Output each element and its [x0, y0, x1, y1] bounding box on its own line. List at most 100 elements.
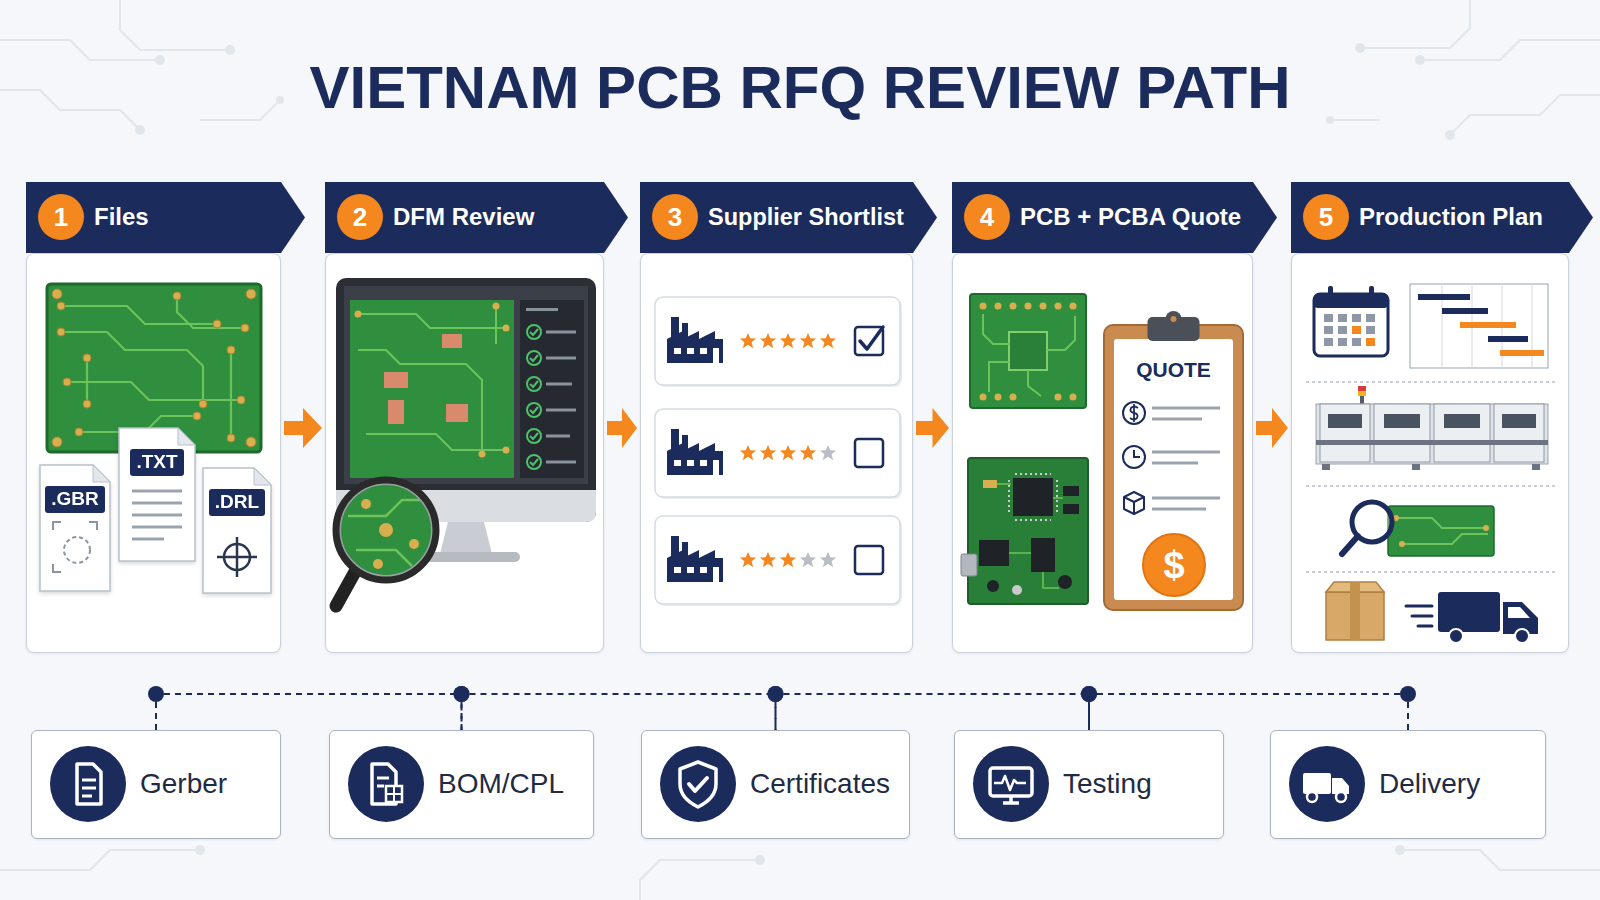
- supplier-cards-illustration-part: [760, 333, 776, 348]
- file-extension-group: .TXT: [118, 449, 196, 476]
- dfm-monitor-illustration-part-part: [358, 350, 482, 454]
- production-plan-illustration-part-part: [1444, 414, 1480, 428]
- production-plan-illustration-part: [1358, 391, 1366, 396]
- supplier-cards-illustration-part: [740, 333, 756, 348]
- pcb-illustration-part-part: [213, 320, 221, 328]
- price-circle-shape-part: [1143, 534, 1205, 596]
- circuit-background-part-part: [1450, 95, 1600, 135]
- step-number-group: 4: [964, 194, 1010, 240]
- pcb-illustration-part-part: [83, 400, 91, 408]
- dfm-monitor-illustration-part: [355, 303, 510, 458]
- production-plan-illustration-part: [1508, 607, 1530, 618]
- checklist-icon-part: [1289, 746, 1365, 822]
- pcb-illustration-part-part: [173, 292, 181, 300]
- pcb-illustration-part-part: [241, 324, 249, 332]
- supplier-cards-illustration-part: [860, 327, 883, 349]
- circuit-background-part-part: [1395, 845, 1405, 855]
- step-panel: [640, 253, 913, 653]
- clipboard-shape-part: [1123, 402, 1145, 424]
- production-plan-illustration-part: [1306, 485, 1556, 487]
- production-plan-illustration-part-part: [1338, 338, 1347, 346]
- pcb-illustration-part-part: [227, 346, 235, 354]
- clipboard-shape-part: [1148, 317, 1200, 341]
- checklist-icon: [973, 746, 1049, 822]
- supplier-cards-illustration-part: [760, 552, 776, 567]
- pcb-illustration-part-part: [193, 412, 201, 420]
- quote-clipboard: QUOTE$: [1102, 311, 1245, 612]
- production-plan-illustration-part: [1374, 404, 1430, 462]
- production-plan-illustration-part: [1324, 314, 1375, 346]
- production-plan-illustration-part: [1438, 592, 1500, 632]
- step-title: Production Plan: [1359, 203, 1543, 232]
- pcb-pcba-illustration-part-part: [995, 303, 1002, 310]
- timeline-connector: [462, 694, 776, 730]
- dfm-monitor-illustration-part: [361, 499, 419, 569]
- step-header-chevron-part: [1291, 182, 1593, 253]
- pcb-pcba-illustration-part-part: [980, 303, 987, 310]
- file-sheet-part: [203, 468, 271, 593]
- dfm-monitor-illustration-part: [388, 400, 404, 424]
- file-icon: .DRL: [202, 467, 272, 594]
- dfm-monitor-illustration-part-part: [527, 377, 541, 391]
- dfm-monitor-illustration-part: [442, 334, 462, 348]
- supplier-cards-illustration-part: [780, 333, 796, 348]
- production-plan-illustration-part: [1306, 571, 1556, 573]
- circuit-background-part-part: [1415, 55, 1425, 65]
- pcb-illustration-part-part: [63, 378, 71, 386]
- dfm-monitor-illustration-part: [336, 570, 356, 606]
- dfm-monitor-illustration-part-part: [479, 451, 486, 458]
- checklist-label: Delivery: [1379, 767, 1480, 801]
- clipboard-shape-part: [1114, 339, 1233, 600]
- dfm-monitor-illustration-part-part: [503, 325, 510, 332]
- pcb-illustration-part-part: [61, 306, 217, 324]
- circuit-background-part-part: [1400, 850, 1600, 870]
- step-panel-node: Files1.GBR.TXT.DRL: [26, 182, 281, 653]
- clipboard-shape-part: [1171, 316, 1177, 322]
- step-panel: [325, 253, 604, 653]
- checklist-icon-part: [50, 746, 126, 822]
- pcb-pcba-illustration-part: [1058, 575, 1072, 589]
- production-plan-illustration-part: [1316, 404, 1548, 464]
- pcb-pcba-illustration-part: [980, 303, 1077, 401]
- step-panel: [1291, 253, 1569, 653]
- dfm-monitor-illustration-part: [527, 325, 541, 469]
- checklist-label-group: Gerber: [140, 731, 227, 837]
- diagram-title: VIETNAM PCB RFQ REVIEW PATH: [0, 50, 1600, 126]
- checklist-box: Gerber: [31, 730, 281, 839]
- pcb-illustration-part-part: [83, 354, 91, 362]
- checklist-icon-part: [386, 786, 402, 802]
- clipboard-shape-part: [1152, 408, 1220, 509]
- supplier-cards-illustration-part: [655, 297, 900, 385]
- step-number-group: 2: [337, 194, 383, 240]
- production-plan-illustration-part-part: [1396, 518, 1488, 544]
- file-extension: .GBR: [45, 486, 105, 513]
- production-plan-illustration-part-part: [1366, 326, 1375, 334]
- pcb-illustration-part-part: [86, 358, 88, 404]
- production-plan-illustration-part: [1328, 286, 1333, 300]
- pcb-pcba-illustration-part-part: [1070, 394, 1077, 401]
- supplier-cards-illustration: [641, 254, 914, 654]
- pcb-pcba-illustration-part: [968, 458, 1088, 604]
- production-plan-illustration-part-part: [1328, 414, 1362, 428]
- pcb-pcba-illustration-part: [970, 294, 1086, 408]
- checklist-icon-part: [1336, 792, 1346, 802]
- dfm-monitor-illustration-part-part: [358, 314, 506, 328]
- checklist-label-group: Certificates: [750, 731, 890, 837]
- circuit-background-part-part: [755, 855, 765, 865]
- pcb-pcba-illustration-part: [1009, 474, 1057, 520]
- step-number: 4: [980, 204, 994, 230]
- dfm-monitor-illustration-part-part: [530, 329, 538, 465]
- production-plan-illustration-part: [1316, 440, 1548, 445]
- production-plan-illustration-part-part: [1502, 414, 1536, 428]
- supplier-cards-illustration-part: [780, 552, 796, 567]
- dfm-monitor-illustration-part: [384, 372, 408, 388]
- pcb-pcba-illustration-part-part: [989, 362, 1009, 392]
- production-plan-illustration-part: [1388, 506, 1494, 556]
- circuit-background-part-part: [1330, 119, 1380, 121]
- checklist-label: Gerber: [140, 767, 227, 801]
- pcb-pcba-illustration-part: [961, 554, 977, 576]
- step-header-chevron-part: [952, 182, 1277, 253]
- dfm-monitor-illustration-part-part: [495, 306, 497, 344]
- pcb-pcba-illustration-part-part: [1055, 394, 1062, 401]
